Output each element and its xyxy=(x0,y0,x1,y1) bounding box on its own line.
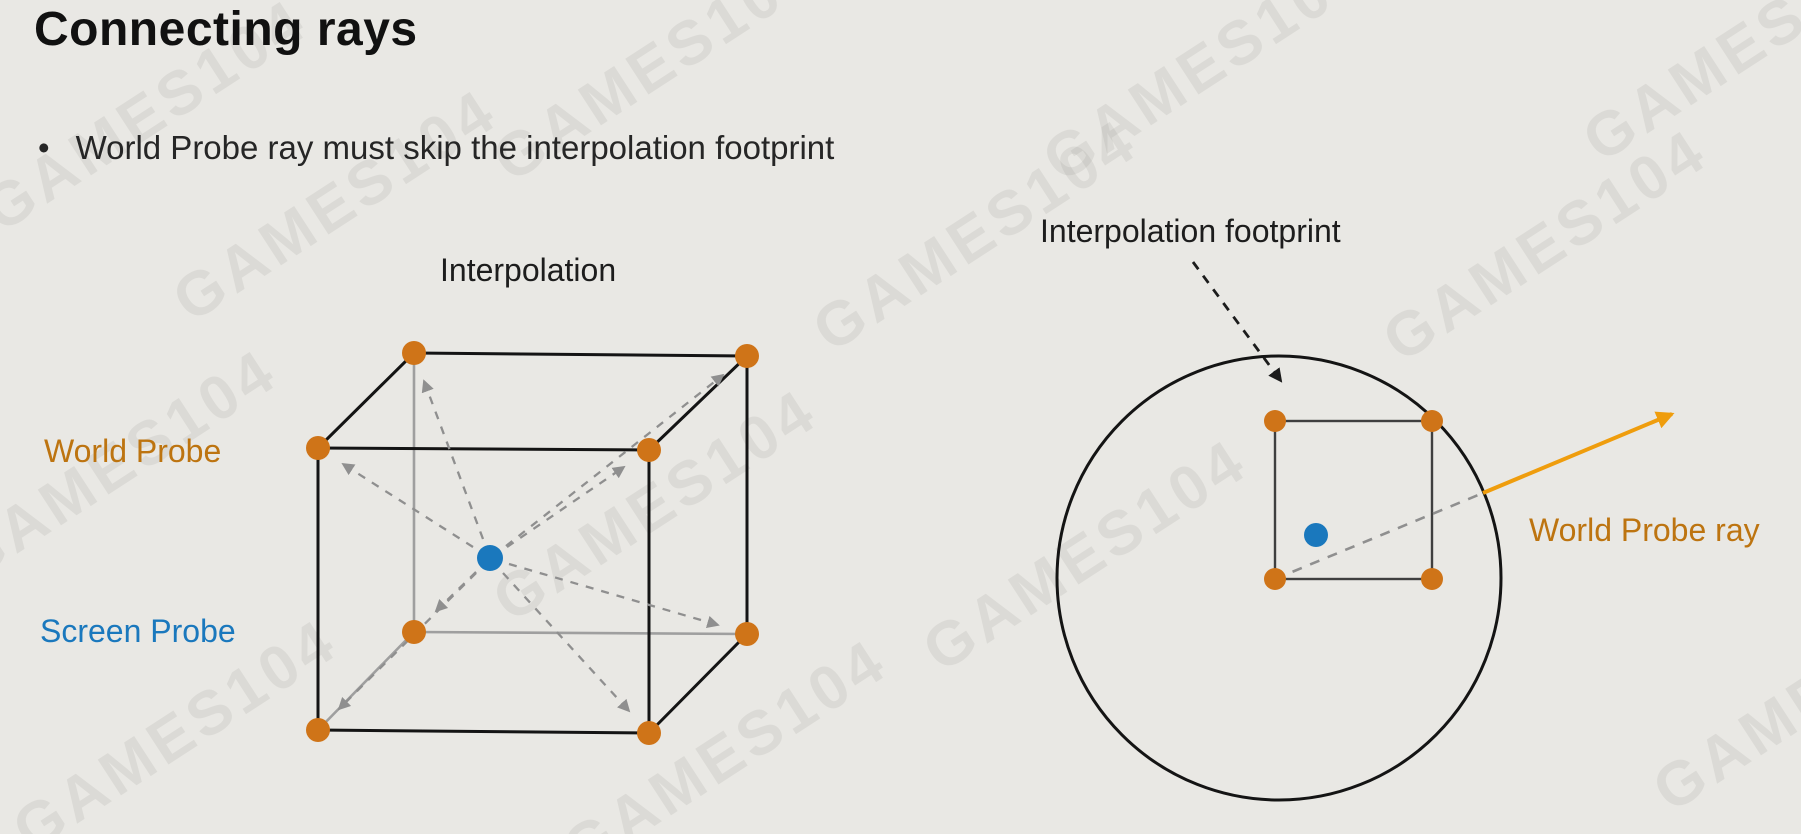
cube-hidden-edges xyxy=(316,351,749,732)
interpolation-caption: Interpolation xyxy=(440,252,617,288)
world-probe-ray-arrow xyxy=(1482,411,1675,495)
cube-edges xyxy=(316,351,749,735)
world-probe-label: World Probe xyxy=(44,433,222,469)
slide-title: Connecting rays xyxy=(34,3,418,56)
screen-probe-dot xyxy=(477,545,503,571)
bullet-item: • World Probe ray must skip the interpol… xyxy=(38,128,834,168)
world-probe-dot xyxy=(402,620,426,644)
world-probe-dot xyxy=(1264,410,1286,432)
world-probe-dot xyxy=(1264,568,1286,590)
footprint-circle xyxy=(1055,354,1503,802)
world-probe-ray-label: World Probe ray xyxy=(1529,512,1760,548)
screen-probe-dot xyxy=(1304,523,1328,547)
interpolation-footprint-square xyxy=(1273,419,1434,581)
interpolation-footprint-label: Interpolation footprint xyxy=(1040,213,1341,249)
screen-probe-label: Screen Probe xyxy=(40,613,236,649)
interpolation-arrows xyxy=(337,373,725,713)
world-probe-dot xyxy=(735,622,759,646)
world-probe-dot xyxy=(1421,568,1443,590)
world-probe-dot xyxy=(306,718,330,742)
bullet-text: World Probe ray must skip the interpolat… xyxy=(75,129,835,166)
world-probe-dot xyxy=(637,438,661,462)
footprint-pointer-arrow xyxy=(1191,261,1283,383)
bullet-marker: • xyxy=(38,129,50,166)
interpolation-cube-diagram xyxy=(306,341,759,745)
world-probe-dot xyxy=(402,341,426,365)
interpolation-footprint-diagram xyxy=(1055,261,1675,802)
world-probe-dot xyxy=(637,721,661,745)
world-probe-dot xyxy=(306,436,330,460)
world-probe-dot xyxy=(735,344,759,368)
world-probe-dot xyxy=(1421,410,1443,432)
